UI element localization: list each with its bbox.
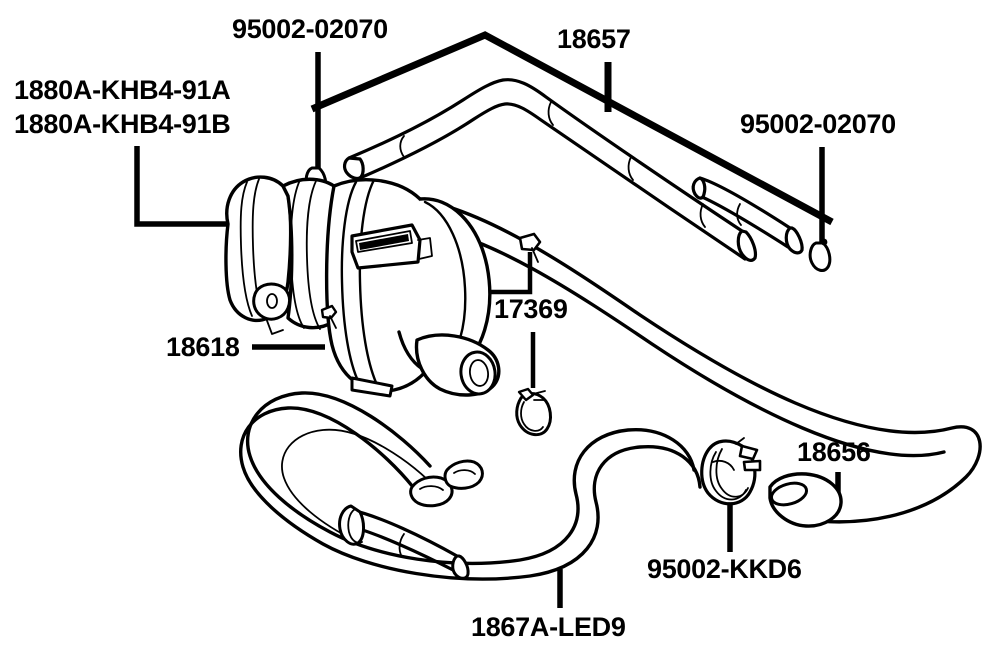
- part-screw-17369: [518, 232, 542, 263]
- label-clip-17369: 17369: [494, 294, 568, 324]
- leader-lines: [134, 31, 841, 608]
- label-clamp-kkd6: 95002-KKD6: [647, 554, 802, 584]
- label-solenoid-valve-a: 1880A-KHB4-91A: [14, 75, 230, 105]
- label-hose-1867a: 1867A-LED9: [471, 612, 626, 642]
- label-clamp-upper-left: 95002-02070: [232, 14, 388, 44]
- clamp-tab-right: [820, 238, 828, 246]
- part-spring-clip-17369: [515, 387, 552, 437]
- pump-outlet-opening: [459, 350, 497, 396]
- leader-solenoid-valve: [134, 146, 228, 227]
- hose-18656-opening: [769, 481, 809, 507]
- leader-bracket-18657: [310, 31, 834, 226]
- label-pump-18618: 18618: [166, 332, 240, 362]
- label-solenoid-valve-b: 1880A-KHB4-91B: [14, 109, 230, 139]
- label-clamp-upper-right: 95002-02070: [740, 109, 896, 139]
- part-vacuum-hose-18656: [396, 195, 982, 528]
- part-vacuum-tube-segment: [691, 176, 804, 255]
- label-hose-18656: 18656: [797, 437, 871, 467]
- part-hose-clamp-kkd6: [700, 437, 762, 506]
- part-number-labels: 95002-02070 1880A-KHB4-91A 1880A-KHB4-91…: [14, 14, 896, 642]
- part-vacuum-hose-18657: [342, 78, 758, 262]
- part-hose-clamp-02070-right: [808, 238, 832, 272]
- part-vacuum-pump-18618: [224, 175, 501, 398]
- leader-screw-17369: [480, 252, 533, 295]
- pump-outlet-bore: [469, 359, 489, 387]
- pump-mount-hole: [266, 293, 278, 309]
- part-vacuum-hose-1867a: [239, 391, 702, 581]
- label-hose-18657: 18657: [557, 24, 631, 54]
